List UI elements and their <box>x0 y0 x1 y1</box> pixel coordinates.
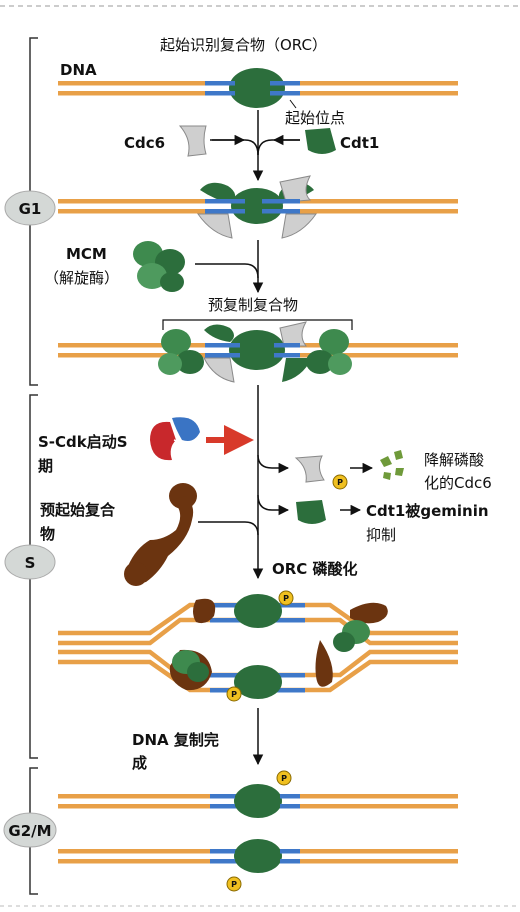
phase-s-label: S <box>25 554 36 572</box>
daughter-1-phos: P <box>276 770 292 786</box>
mcm-loaded-left <box>158 329 204 375</box>
phase-badge-g2m: G2/M <box>3 812 57 848</box>
dna-label: DNA <box>60 61 97 79</box>
cdc6-left <box>197 213 233 239</box>
cdc6-phosphorylated <box>294 455 325 483</box>
daughter-2-phos-label: P <box>231 880 237 889</box>
s-cdk-label-line2: 期 <box>38 457 53 475</box>
cdc6-phospho-label: P <box>337 478 343 487</box>
fork-phos-top-label: P <box>283 594 289 603</box>
cdc6-top-3 <box>279 321 308 347</box>
degrade-label-line1: 降解磷酸 <box>424 451 484 469</box>
mcm-arrow <box>195 240 264 294</box>
cdt1-inhibited <box>296 500 326 524</box>
origin-pointer <box>289 99 297 109</box>
orc-protein <box>229 68 285 108</box>
daughter-2-phos: P <box>226 876 242 892</box>
dna-done-label-line1: DNA 复制完 <box>132 731 219 749</box>
pre-ic-arrow <box>198 521 259 536</box>
cdt1-label: Cdt1 <box>340 134 379 152</box>
pre-rc-bracket <box>162 319 353 330</box>
cdt1-right-3 <box>282 358 312 382</box>
fork-complex-right <box>315 602 388 687</box>
s-cdk-protein <box>150 417 200 461</box>
helicase-label: （解旋酶） <box>44 269 119 287</box>
phase-g1-label: G1 <box>19 200 42 218</box>
cdt1-inhib-label-line2: 抑制 <box>366 526 396 544</box>
cdc6-right <box>281 213 317 239</box>
pre-ic-protein <box>124 483 197 586</box>
orc-fork-bottom <box>234 665 282 699</box>
cdc6-protein <box>179 125 207 157</box>
orc-phos-label: ORC 磷酸化 <box>272 560 358 578</box>
cdt1-left <box>200 182 236 204</box>
orc-daughter-2 <box>234 839 282 873</box>
cdc6-phospho-marker: P <box>332 474 348 490</box>
orc-complex-3 <box>229 330 285 370</box>
orc-fork-top <box>234 594 282 628</box>
mcm-loaded-right <box>306 329 352 375</box>
pre-ic-label-line1: 预起始复合 <box>40 501 116 519</box>
degraded-fragments <box>380 450 404 480</box>
merge-arrow-1 <box>210 110 300 182</box>
orc-label: 起始识别复合物（ORC） <box>160 36 327 54</box>
fork-phos-bottom: P <box>226 686 242 702</box>
mcm-protein <box>133 241 185 292</box>
pre-ic-label-line2: 物 <box>40 525 55 543</box>
mcm-label: MCM <box>66 245 107 263</box>
cdt1-left-3 <box>204 324 234 342</box>
pre-rc-label: 预复制复合物 <box>208 296 298 314</box>
phase-badge-s: S <box>4 544 56 580</box>
cdt1-inhib-label-line1: Cdt1被geminin <box>366 502 489 520</box>
cdt1-protein <box>305 128 336 154</box>
fork-phos-bottom-label: P <box>231 690 237 699</box>
cdc6-top <box>279 175 312 203</box>
branch-arrows <box>257 454 374 516</box>
dna-done-label-line2: 成 <box>132 754 147 772</box>
fork-complex-left <box>169 598 216 691</box>
origin-label: 起始位点 <box>285 109 345 127</box>
fork-phos-top: P <box>278 590 294 606</box>
s-cdk-label-line1: S-Cdk启动S <box>38 433 128 451</box>
cdc6-left-3 <box>203 357 235 383</box>
phase-g2m-label: G2/M <box>8 822 51 840</box>
orc-complex-2 <box>231 188 283 224</box>
degrade-label-line2: 化的Cdc6 <box>424 474 492 492</box>
cdc6-label: Cdc6 <box>124 134 165 152</box>
phase-badge-g1: G1 <box>4 190 56 226</box>
orc-daughter-1 <box>234 784 282 818</box>
daughter-1-phos-label: P <box>281 774 287 783</box>
phase-brackets <box>29 37 38 895</box>
